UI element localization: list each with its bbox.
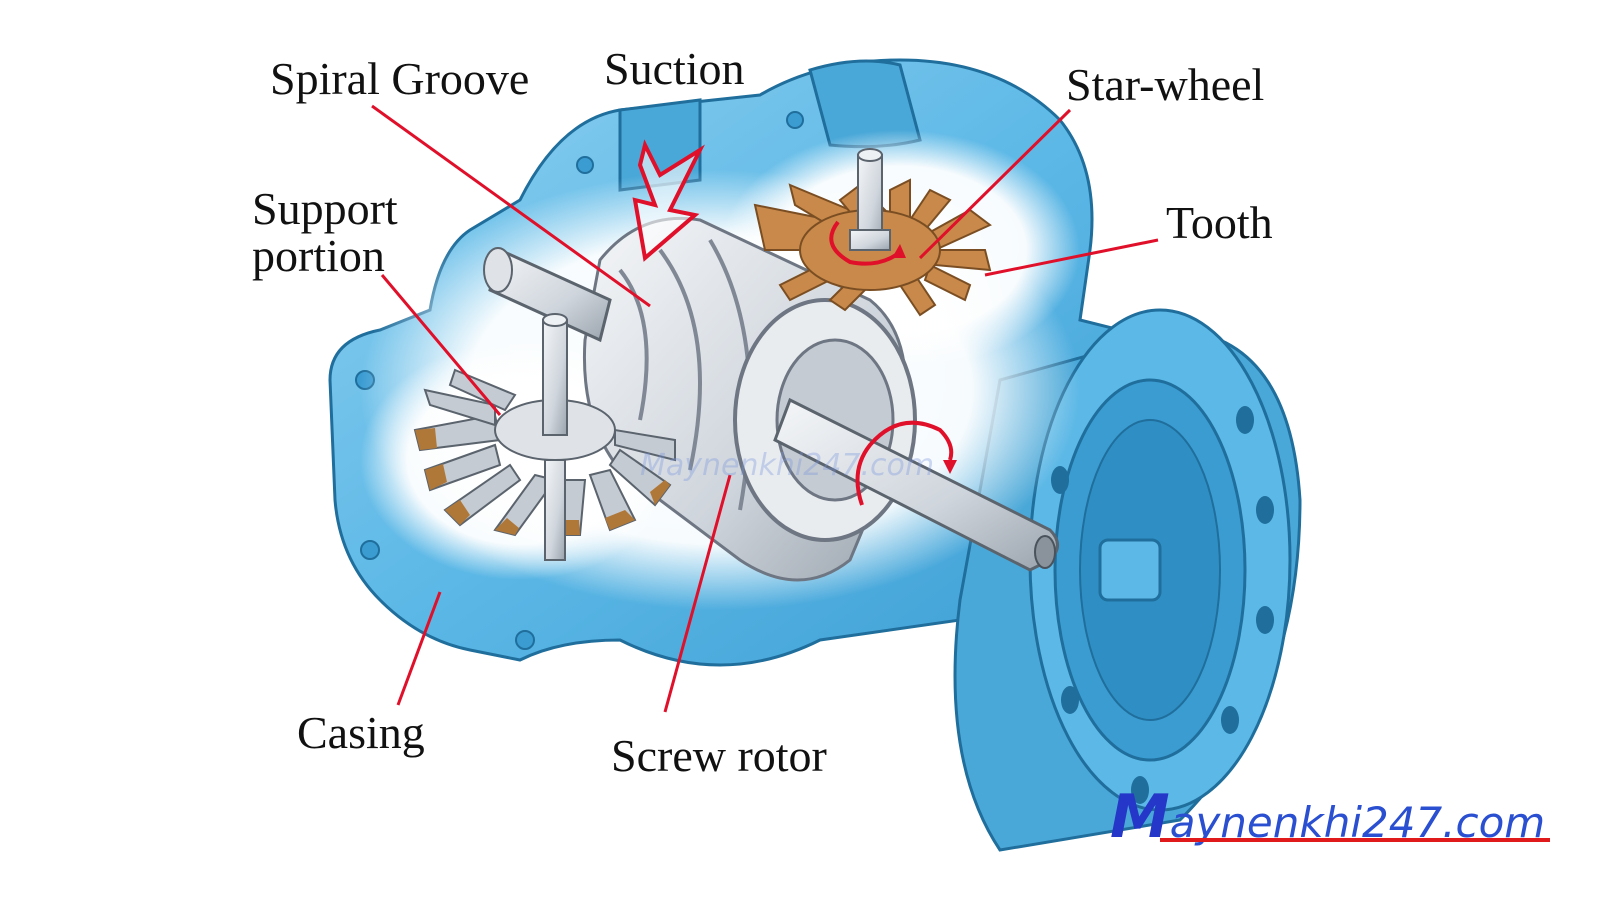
watermark-initial: M — [1110, 782, 1170, 852]
outlet-flange — [953, 308, 1302, 852]
watermark-underline — [1160, 838, 1550, 842]
star-wheel-rotation-arrow — [829, 220, 902, 266]
label-tooth: Tooth — [1166, 197, 1273, 248]
leader-support-portion — [380, 274, 502, 416]
leader-screw-rotor — [663, 474, 732, 713]
drive-shaft — [773, 397, 1059, 572]
suction-arrow — [632, 139, 705, 262]
label-casing: Casing — [297, 707, 425, 758]
label-support-line2: portion — [252, 229, 385, 281]
label-star-wheel: Star-wheel — [1066, 59, 1265, 110]
leader-star-wheel — [918, 108, 1072, 260]
label-screw-rotor: Screw rotor — [611, 730, 827, 781]
label-suction: Suction — [604, 43, 745, 94]
leader-casing — [396, 591, 442, 706]
faint-watermark: Maynenkhi247.com — [640, 448, 935, 483]
label-support-portion: Support portion — [252, 183, 398, 281]
leader-lines — [371, 104, 1159, 713]
leader-tooth — [984, 238, 1159, 277]
label-support-line1: Support — [252, 183, 398, 234]
shaft-rotation-arrow — [855, 420, 954, 506]
leader-spiral-groove — [371, 104, 651, 308]
lower-star-wheel — [413, 313, 676, 561]
support-shaft — [483, 247, 612, 343]
label-spiral-groove: Spiral Groove — [270, 53, 530, 104]
